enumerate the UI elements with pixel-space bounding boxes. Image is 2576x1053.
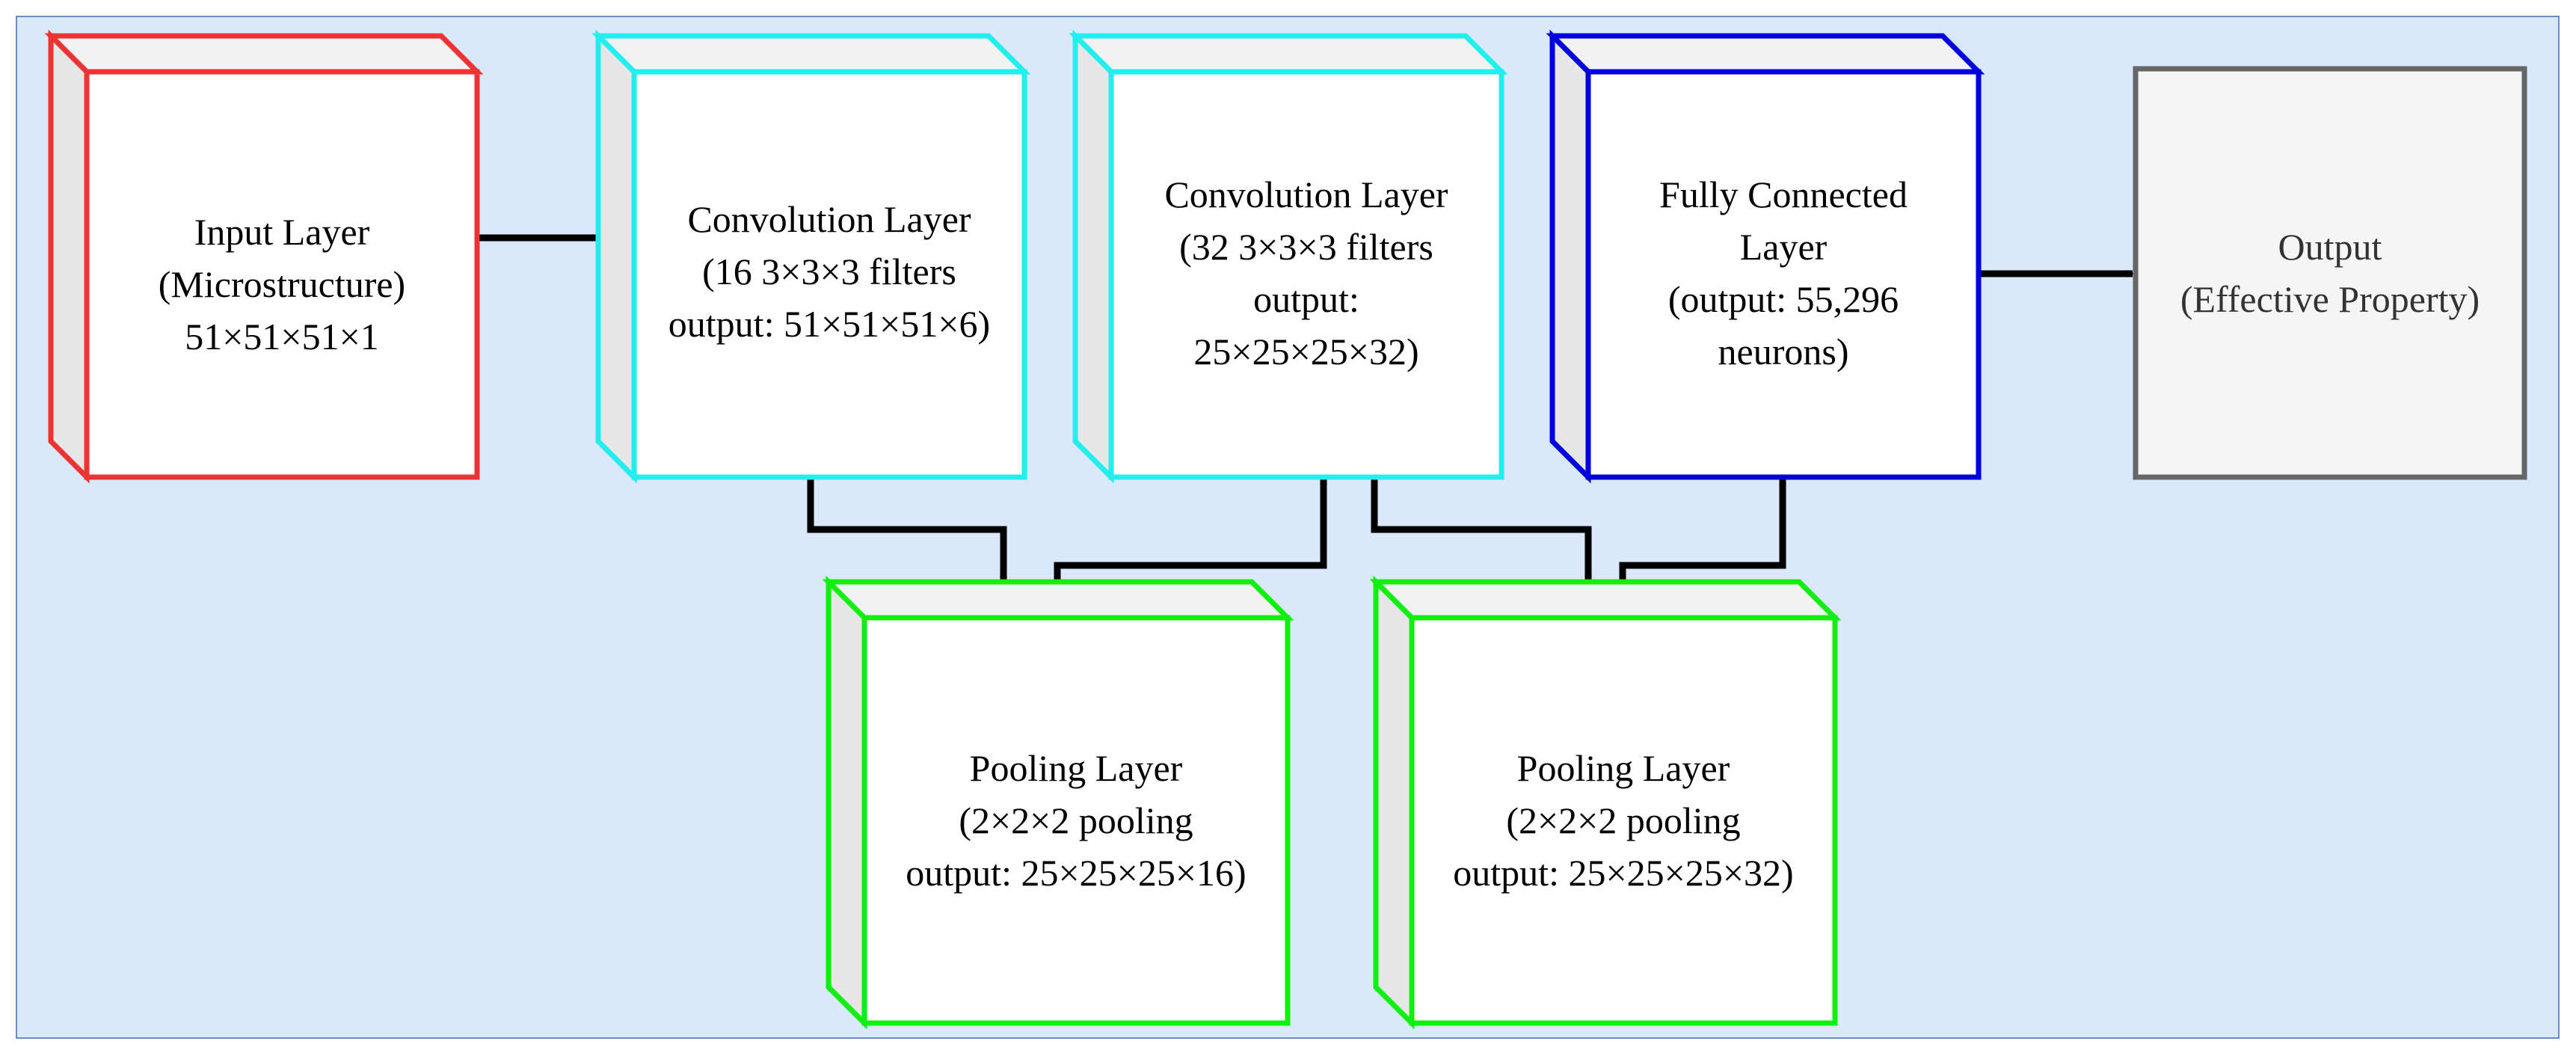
node-conv1-side-face <box>595 29 637 484</box>
node-input-label-line: 51×51×51×1 <box>185 316 379 357</box>
node-conv2-front-face <box>1108 69 1504 480</box>
node-fc-top-face <box>1546 33 1985 75</box>
edge-conv2-to-pool2 <box>1371 477 1592 583</box>
node-fc-label-line: Layer <box>1740 226 1828 268</box>
node-conv2-top-face <box>1069 33 1508 75</box>
node-conv1: Convolution Layer (16 3×3×3 filters output… <box>591 29 1031 484</box>
node-pool2-label-line: (2×2×2 pooling <box>1506 799 1740 841</box>
node-pool2-label-line: Pooling Layer <box>1517 747 1730 789</box>
node-pool1-side-face <box>826 575 867 1030</box>
node-fc-label-line: Fully Connected <box>1659 174 1908 215</box>
node-pool2-top-face <box>1369 579 1842 621</box>
node-output-box <box>2133 66 2527 480</box>
node-pool1-top-face <box>822 579 1294 621</box>
node-fc-front-face <box>1585 69 1982 480</box>
node-fc-label-line: neurons) <box>1718 331 1849 372</box>
node-fc-side-face <box>1549 29 1591 484</box>
node-conv2-label-line: output: <box>1253 278 1359 320</box>
node-output-label-line: Output <box>2278 226 2382 268</box>
node-input-label-line: Input Layer <box>194 211 370 253</box>
node-output: Output (Effective Property) <box>2133 66 2527 480</box>
node-input-label-line: (Microstructure) <box>159 263 405 305</box>
node-conv1-label-line: (16 3×3×3 filters <box>702 251 956 292</box>
node-conv2-label-line: (32 3×3×3 filters <box>1179 226 1433 268</box>
node-conv1-label-line: Convolution Layer <box>687 198 971 240</box>
node-pool1-label: Pooling Layer (2×2×2 pooling output: 25×25… <box>906 747 1246 894</box>
node-pool1-label-line: (2×2×2 pooling <box>959 799 1193 841</box>
edge-pool1-to-conv2 <box>1054 477 1327 582</box>
node-pool1-label-line: output: 25×25×25×16) <box>906 852 1246 894</box>
node-pool2-side-face <box>1373 575 1415 1030</box>
edge-pool2-to-fc <box>1619 477 1786 582</box>
node-pool2: Pooling Layer (2×2×2 pooling output: 25×25… <box>1369 575 1842 1030</box>
node-pool2-front-face <box>1409 615 1838 1026</box>
node-conv2-label: Convolution Layer (32 3×3×3 filters output… <box>1164 174 1448 372</box>
node-output-label: Output (Effective Property) <box>2180 226 2480 320</box>
node-input-front-face <box>84 69 480 480</box>
node-conv2-label-line: 25×25×25×32) <box>1193 331 1418 372</box>
edges-layer <box>477 234 2134 583</box>
node-output-label-line: (Effective Property) <box>2180 278 2480 320</box>
node-pool1-label-line: Pooling Layer <box>970 747 1183 789</box>
node-pool1: Pooling Layer (2×2×2 pooling output: 25×25… <box>822 575 1294 1030</box>
nodes-layer: Input Layer (Microstructure) 51×51×51×1 Con… <box>44 29 2527 1030</box>
node-input-label: Input Layer (Microstructure) 51×51×51×1 <box>159 211 405 357</box>
node-conv1-front-face <box>631 69 1027 480</box>
node-conv2-label-line: Convolution Layer <box>1164 174 1448 215</box>
node-input-side-face <box>48 29 90 484</box>
node-pool1-front-face <box>861 615 1291 1026</box>
node-input: Input Layer (Microstructure) 51×51×51×1 <box>44 29 484 484</box>
node-conv2-side-face <box>1072 29 1114 484</box>
edge-conv1-to-pool1 <box>807 477 1007 583</box>
node-pool2-label-line: output: 25×25×25×32) <box>1453 852 1793 894</box>
node-conv1-top-face <box>591 33 1031 75</box>
node-pool2-label: Pooling Layer (2×2×2 pooling output: 25×25… <box>1453 747 1793 894</box>
node-input-top-face <box>44 33 484 75</box>
node-conv2: Convolution Layer (32 3×3×3 filters output… <box>1069 29 1508 484</box>
node-conv1-label: Convolution Layer (16 3×3×3 filters output… <box>668 198 990 345</box>
node-conv1-label-line: output: 51×51×51×6) <box>668 303 990 345</box>
node-fc-label-line: (output: 55,296 <box>1668 278 1899 320</box>
